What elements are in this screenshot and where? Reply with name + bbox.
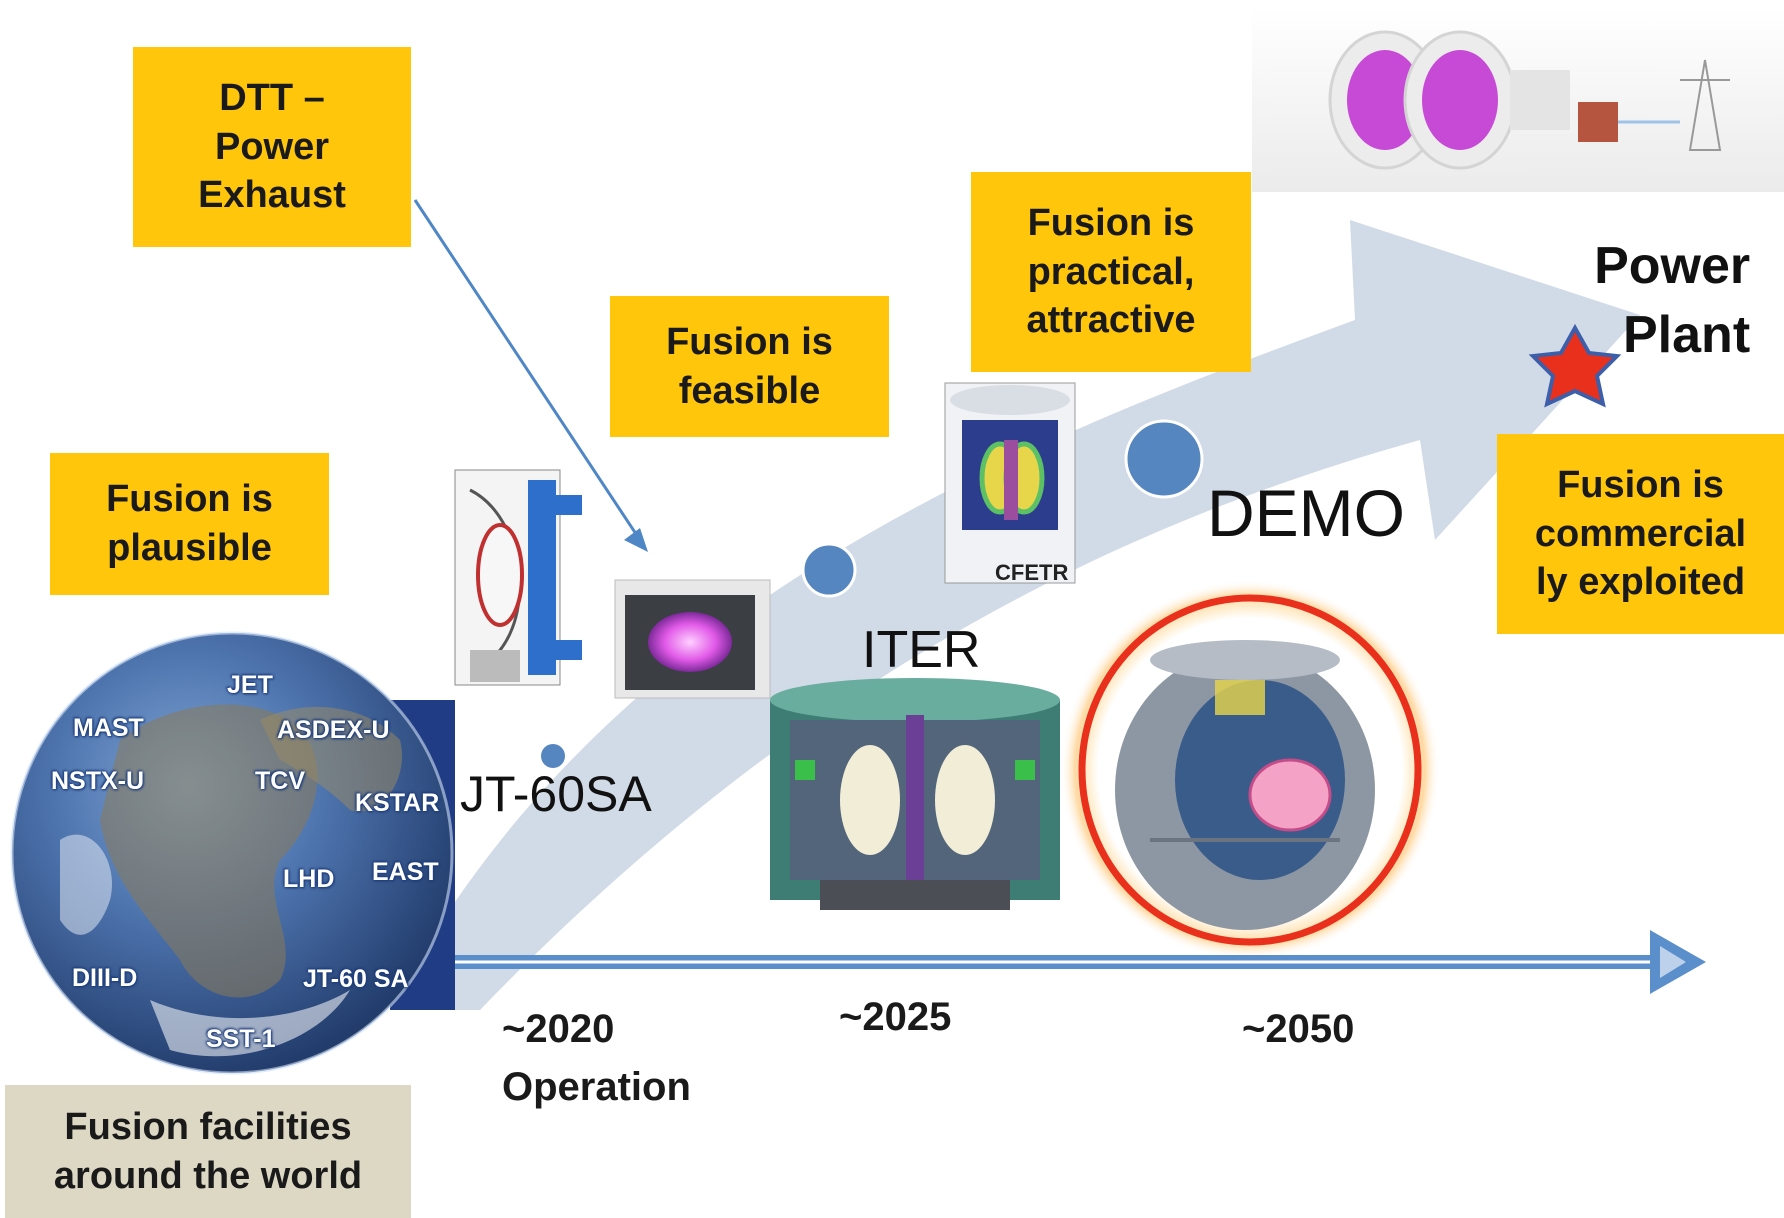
year-2020-label: ~2020 Operation bbox=[502, 1007, 691, 1109]
demo-machine-image bbox=[1115, 640, 1375, 930]
globe-label-jet: JET bbox=[227, 671, 273, 699]
iter-label: ITER bbox=[862, 621, 981, 679]
globe-label-mast: MAST bbox=[73, 714, 144, 742]
globe-label-lhd: LHD bbox=[283, 865, 335, 893]
globe-label-sst-1: SST-1 bbox=[206, 1025, 276, 1053]
globe-label-asdex-u: ASDEX-U bbox=[277, 716, 390, 744]
milestone-dot-large bbox=[1124, 419, 1204, 499]
globe-label-jt-60-sa: JT-60 SA bbox=[303, 965, 409, 993]
globe-label-east: EAST bbox=[372, 858, 439, 886]
cfetr-machine-image bbox=[944, 382, 1076, 584]
power-plant-star-icon bbox=[1528, 323, 1622, 408]
globe-label-nstx-u: NSTX-U bbox=[51, 767, 145, 795]
power-plant-image bbox=[1252, 8, 1784, 192]
jt60sa-label: JT-60SA bbox=[460, 766, 652, 822]
demo-highlight-ring bbox=[1078, 594, 1422, 946]
demo-label: DEMO bbox=[1207, 476, 1405, 550]
globe-label-kstar: KSTAR bbox=[355, 789, 440, 817]
dtt-machine-image bbox=[454, 469, 582, 686]
globe-label-diii-d: DIII-D bbox=[72, 964, 138, 992]
globe-label-tcv: TCV bbox=[255, 767, 305, 795]
milestone-dot-small bbox=[541, 744, 565, 768]
dtt-pointer-arrow bbox=[413, 199, 642, 541]
iter-machine-image bbox=[770, 678, 1060, 910]
year-2025-label: ~2025 bbox=[839, 995, 952, 1039]
year-2050-label: ~2050 bbox=[1242, 1007, 1355, 1051]
milestone-dot-medium bbox=[801, 542, 857, 598]
cfetr-label: CFETR bbox=[995, 560, 1069, 585]
power-plant-label: Power Plant bbox=[1594, 237, 1751, 364]
jt60sa-machine-image bbox=[614, 579, 771, 699]
progress-arrow-band bbox=[390, 220, 1640, 1010]
